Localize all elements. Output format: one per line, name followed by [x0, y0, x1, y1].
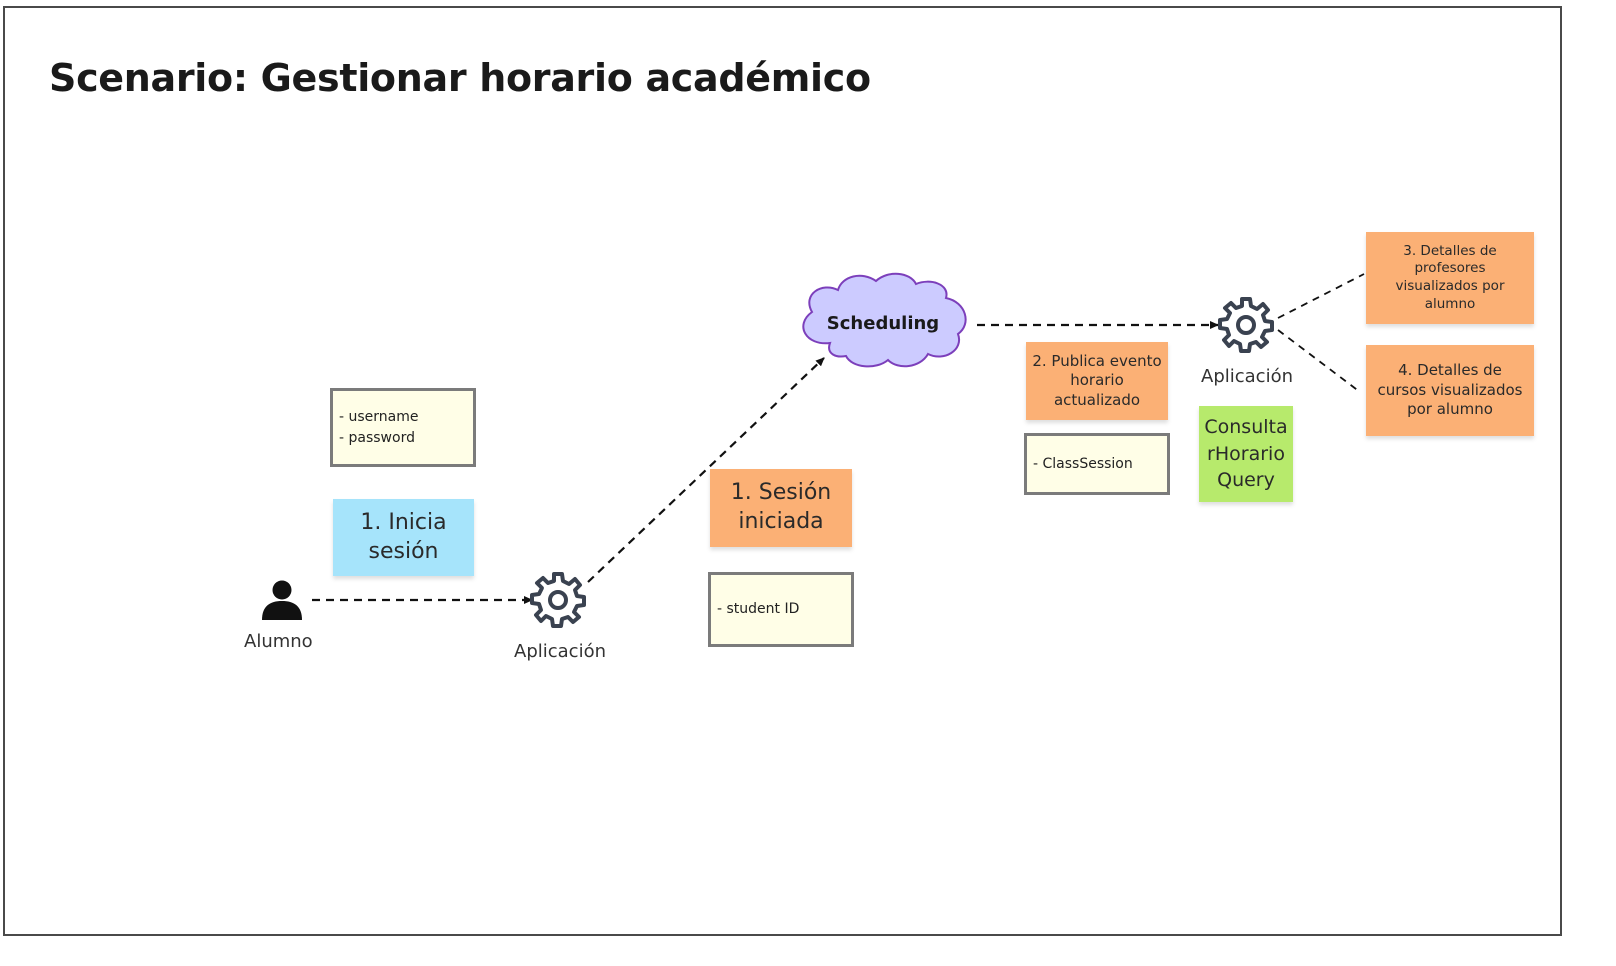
- sticky-query[interactable]: ConsultarHorarioQuery: [1199, 406, 1293, 502]
- scheduling-label: Scheduling: [826, 312, 940, 334]
- sticky-inicia-sesion-text: 1. Inicia sesión: [360, 509, 447, 564]
- aplicacion-login-label: Aplicación: [514, 641, 606, 662]
- sticky-detalles-profesores-text: 3. Detalles de profesores visualizados p…: [1395, 242, 1505, 312]
- class-session-note[interactable]: - ClassSession: [1024, 433, 1170, 495]
- sticky-detalles-cursos[interactable]: 4. Detalles de cursos visualizados por a…: [1366, 345, 1534, 436]
- scheduling-cloud-shape: [802, 272, 967, 368]
- note-line-password: - password: [339, 429, 415, 446]
- sticky-sesion-iniciada-text: 1. Sesión iniciada: [730, 480, 832, 534]
- connector-aplicacion-detalles-profesores: [1277, 273, 1365, 319]
- aplicacion-query-label: Aplicación: [1201, 366, 1293, 387]
- sticky-query-text: ConsultarHorarioQuery: [1204, 416, 1288, 492]
- sticky-publica-evento-text: 2. Publica evento horario actualizado: [1032, 351, 1162, 409]
- scheduling-system[interactable]: Scheduling: [805, 306, 961, 340]
- sticky-publica-evento[interactable]: 2. Publica evento horario actualizado: [1026, 342, 1168, 420]
- actor-label: Alumno: [244, 631, 313, 652]
- sticky-sesion-iniciada[interactable]: 1. Sesión iniciada: [710, 469, 852, 547]
- person-icon[interactable]: [260, 578, 304, 622]
- note-line-student-id: - student ID: [717, 601, 800, 618]
- sticky-inicia-sesion[interactable]: 1. Inicia sesión: [333, 499, 474, 576]
- connector-aplicacion-detalles-cursos: [1277, 329, 1361, 393]
- connector-aplicacion-scheduling: [587, 357, 825, 583]
- gear-icon[interactable]: [1217, 296, 1275, 354]
- student-note[interactable]: - student ID: [708, 572, 854, 647]
- sticky-detalles-profesores[interactable]: 3. Detalles de profesores visualizados p…: [1366, 232, 1534, 324]
- note-line-class-session: - ClassSession: [1033, 455, 1133, 472]
- note-line-username: - username: [339, 409, 419, 426]
- diagram-title: Scenario: Gestionar horario académico: [49, 56, 871, 100]
- sticky-detalles-cursos-text: 4. Detalles de cursos visualizados por a…: [1377, 361, 1523, 419]
- gear-icon[interactable]: [529, 571, 587, 629]
- credentials-note[interactable]: - username - password: [330, 388, 476, 467]
